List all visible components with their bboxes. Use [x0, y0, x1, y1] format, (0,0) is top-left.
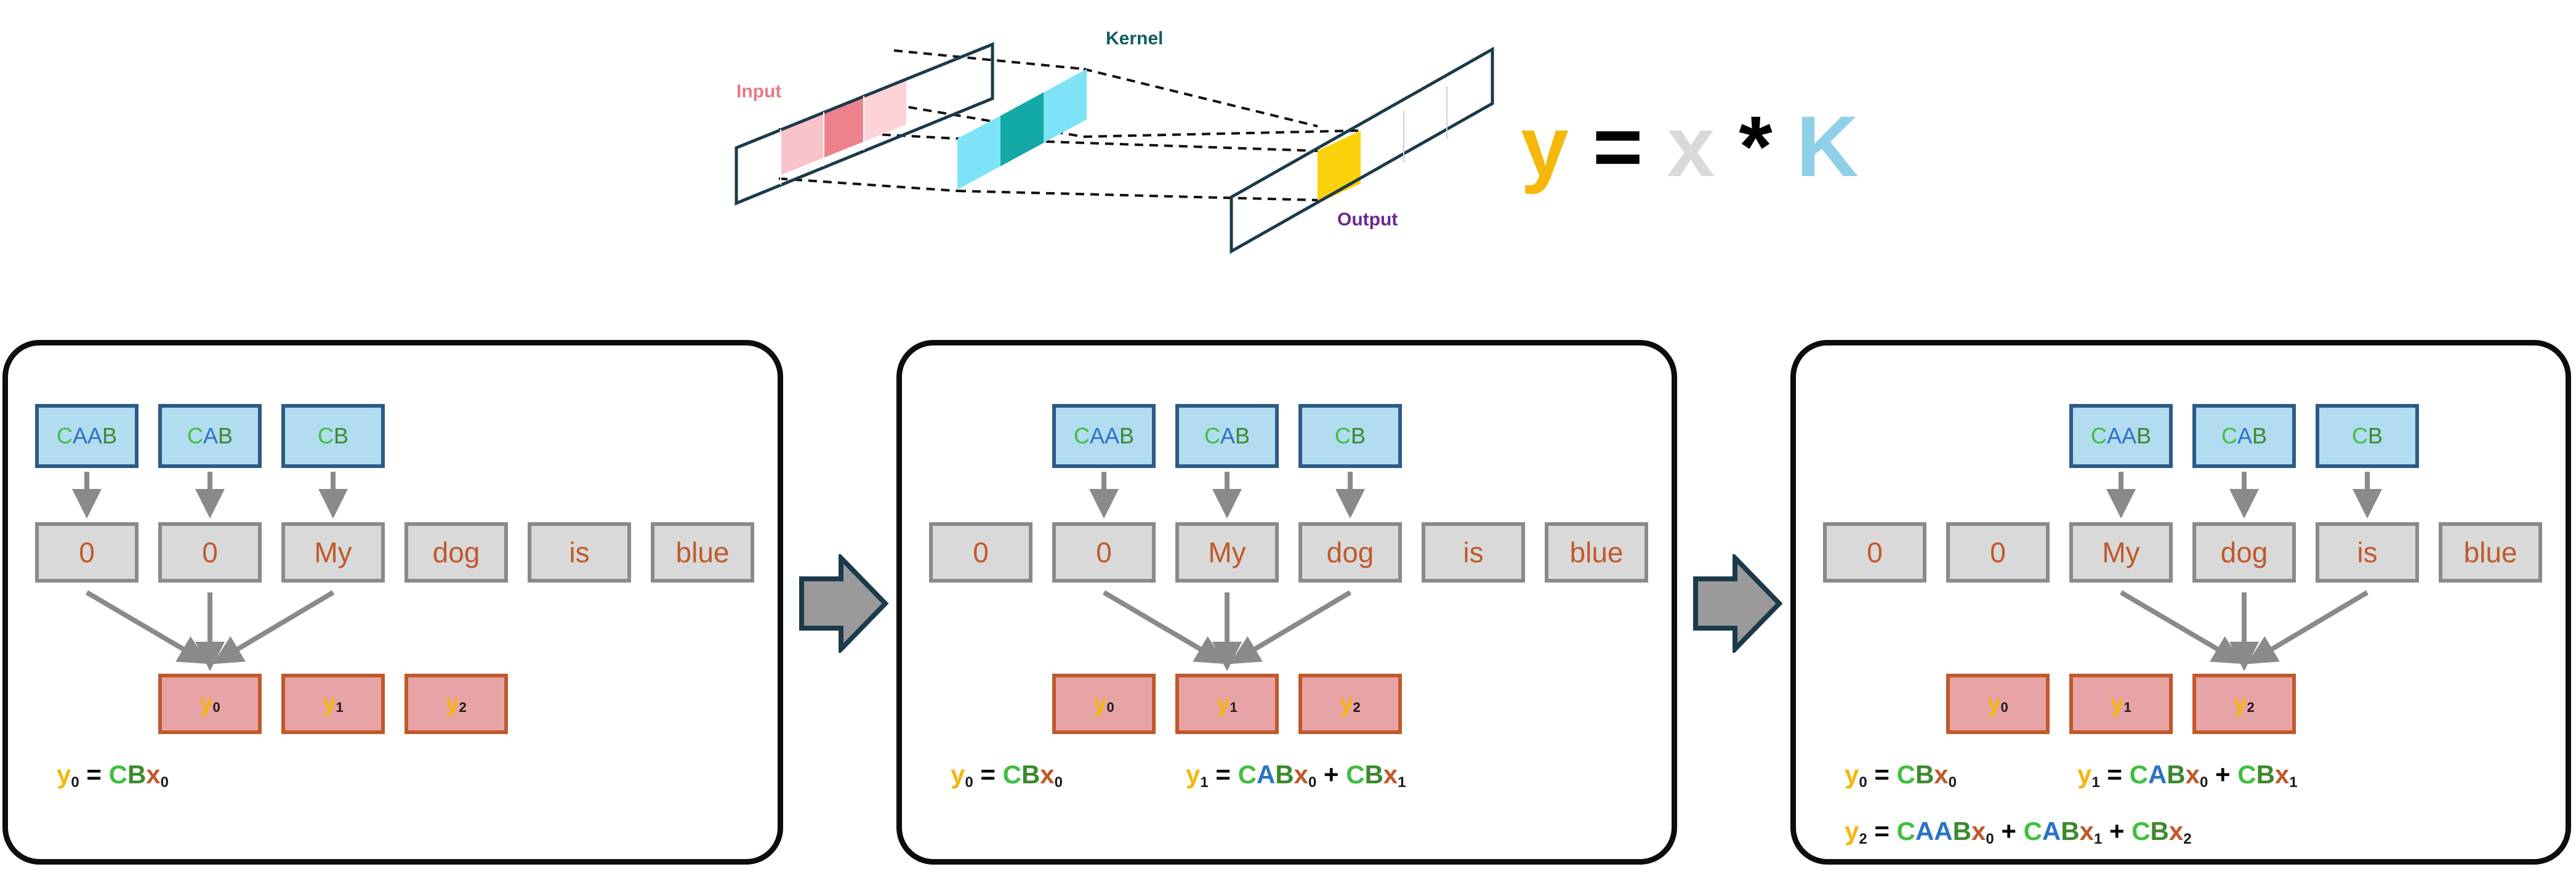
convolution-equation: y = x * K	[1521, 103, 1859, 190]
next-step-arrow-1	[799, 554, 889, 653]
equation-y0: y0 = CBx0	[951, 760, 1063, 791]
token-box: is	[1422, 522, 1525, 583]
panel-step-3	[1790, 340, 2571, 865]
input-label: Input	[736, 81, 782, 102]
token-box: 0	[1052, 522, 1156, 583]
token-box: dog	[1298, 522, 1402, 583]
output-strip	[1230, 46, 1494, 254]
token-box: My	[1175, 522, 1279, 583]
equation-y0: y0 = CBx0	[57, 760, 169, 791]
equation-x: x	[1667, 98, 1715, 195]
convolution-illustration	[735, 42, 1494, 254]
kernel-label: Kernel	[1106, 28, 1164, 49]
kernel-strip	[957, 69, 1087, 190]
next-step-arrow-2	[1693, 554, 1783, 653]
token-box: dog	[2192, 522, 2296, 583]
token-box: 0	[35, 522, 139, 583]
token-box: 0	[158, 522, 262, 583]
token-box: My	[2069, 522, 2173, 583]
equation-equals: =	[1592, 98, 1643, 195]
equation-y0: y0 = CBx0	[1845, 760, 1957, 791]
token-box: blue	[2439, 522, 2542, 583]
equation-y2: y2 = CAABx0 + CABx1 + CBx2	[1845, 817, 2192, 847]
panel-step-2	[896, 340, 1677, 865]
input-strip	[735, 42, 994, 206]
token-box: My	[281, 522, 385, 583]
token-box: 0	[1946, 522, 2050, 583]
equation-star: *	[1739, 98, 1773, 195]
token-box: 0	[1823, 522, 1926, 583]
equation-y1: y1 = CABx0 + CBx1	[1186, 760, 1406, 791]
token-box: 0	[929, 522, 1032, 583]
equation-k: K	[1796, 98, 1859, 195]
token-box: dog	[405, 522, 508, 583]
token-box: is	[2316, 522, 2419, 583]
token-box: blue	[651, 522, 754, 583]
token-box: blue	[1545, 522, 1648, 583]
equation-y1: y1 = CABx0 + CBx1	[2077, 760, 2298, 791]
token-box: is	[528, 522, 631, 583]
equation-y: y	[1521, 98, 1569, 195]
output-label: Output	[1337, 209, 1398, 230]
